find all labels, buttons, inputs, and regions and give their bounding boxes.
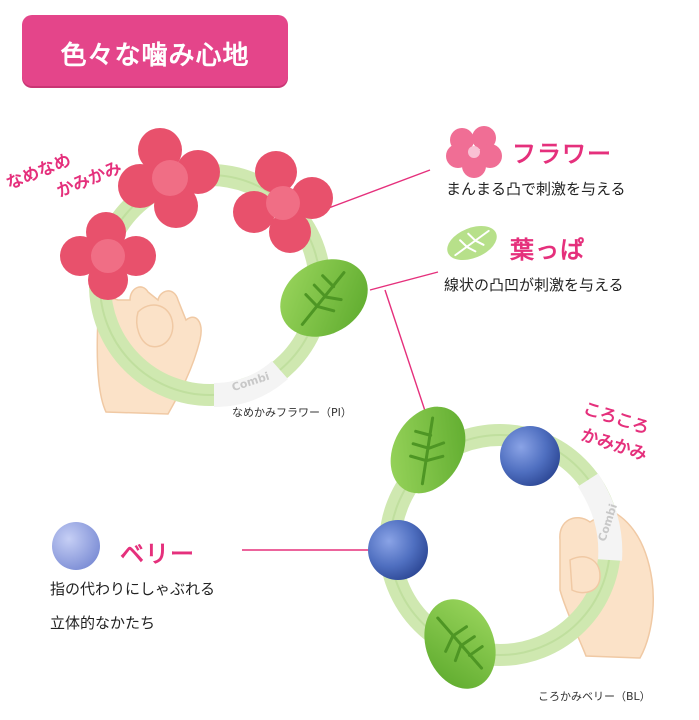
page-title: 色々な噛み心地 [60, 41, 250, 71]
toy1-caption: なめかみフラワー（PI） [232, 406, 352, 419]
berry-feature-desc-line2: 立体的なかたち [50, 614, 156, 632]
flower-part-1 [60, 212, 156, 300]
logo-segment [213, 360, 288, 407]
berry-part-1 [500, 426, 560, 486]
leaf-part-2 [424, 599, 496, 689]
flower-feature-desc: まんまる凸で刺激を与える [446, 180, 626, 198]
leaf-feature-title: 葉っぱ [510, 236, 585, 264]
berry-feature-desc-line1: 指の代わりにしゃぶれる [50, 580, 216, 598]
connector-lines [242, 169, 439, 551]
flower-part-2 [118, 128, 220, 228]
flower-feature-title: フラワー [512, 140, 612, 168]
header-banner: 色々な噛み心地 [22, 15, 288, 86]
flower-part-3 [233, 151, 333, 253]
toy2-caption: ころかみベリー（BL） [538, 690, 651, 703]
leaf-part [280, 259, 368, 337]
leaf-part-1 [390, 406, 466, 494]
berry-teether-toy: Combi [368, 406, 654, 689]
berry-icon [52, 522, 100, 570]
leaf-icon [447, 226, 497, 260]
berry-feature-title: ベリー [120, 540, 195, 568]
logo-segment [577, 473, 623, 561]
berry-part-2 [368, 520, 428, 580]
flower-icon [446, 126, 502, 178]
leaf-feature-desc: 線状の凸凹が刺激を与える [444, 276, 624, 294]
flower-teether-toy: Combi [60, 128, 368, 415]
